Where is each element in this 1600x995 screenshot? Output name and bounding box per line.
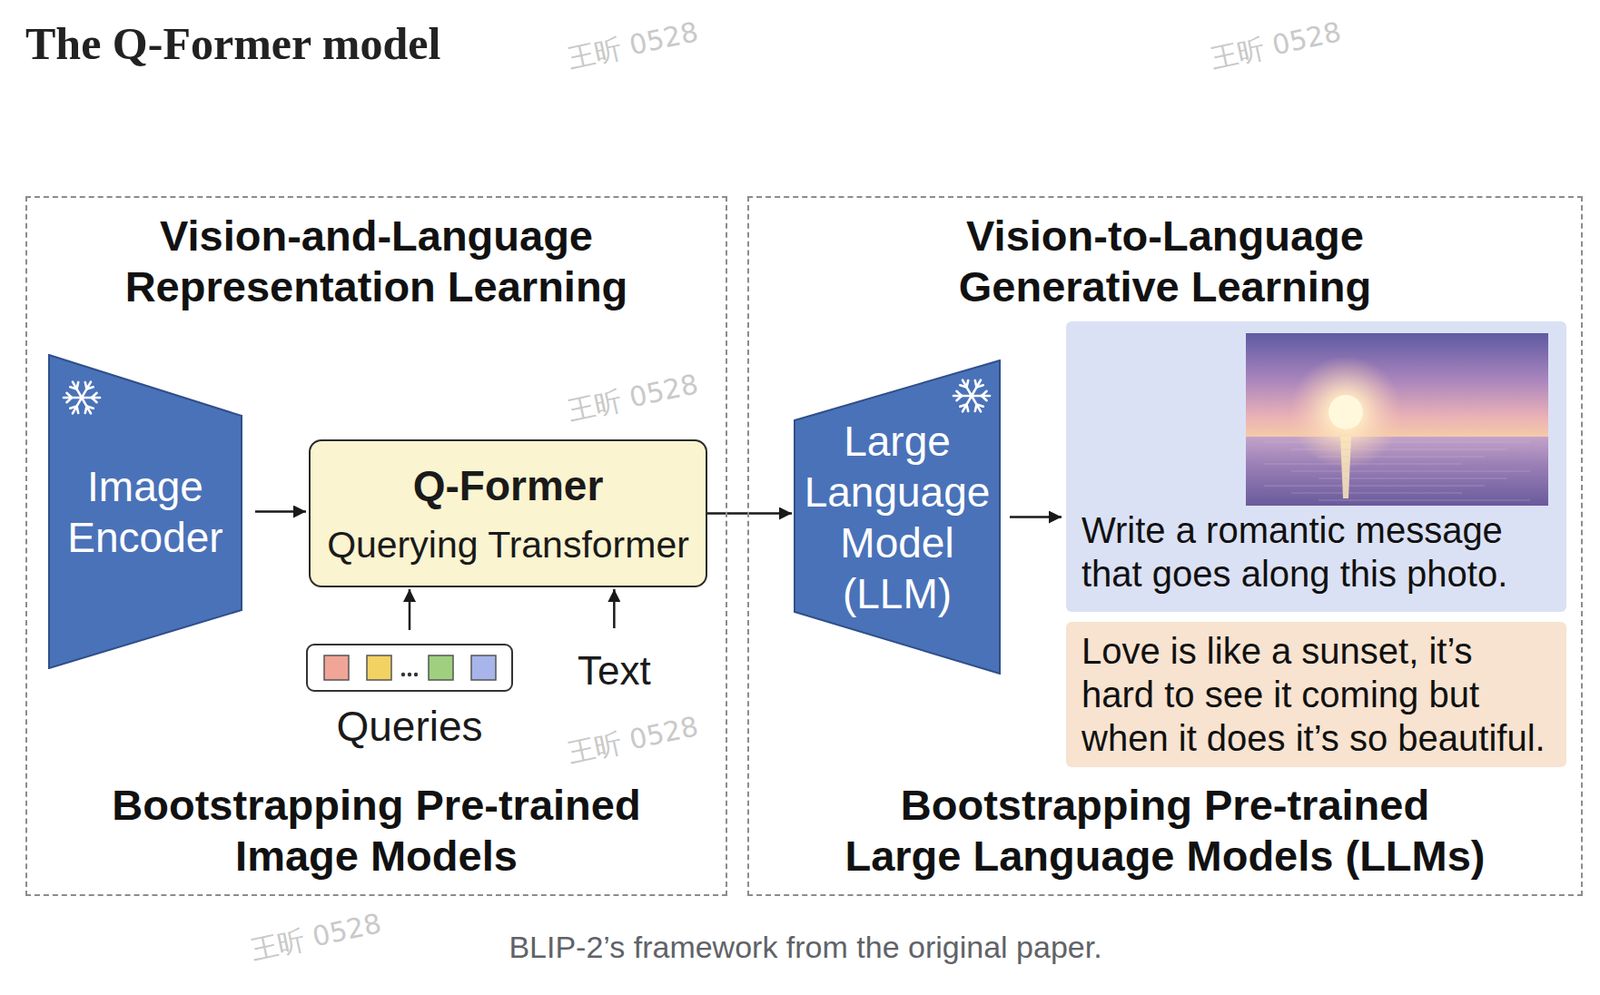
sea-ripple: [1291, 449, 1508, 451]
trapezoid-outline: [49, 355, 242, 669]
llm-label: Large Language Model (LLM): [800, 415, 996, 620]
sunset-photo: [1245, 333, 1549, 506]
query-token: [428, 655, 454, 681]
encoder-trapezoid: Image Encoder: [48, 354, 243, 670]
flow-arrow: [255, 510, 307, 514]
snowflake-arm: [962, 380, 981, 413]
watermark: 王昕 0528: [564, 15, 702, 76]
panel-heading: Vision-and-Language Representation Learn…: [78, 210, 676, 313]
token-box-outline: [306, 644, 513, 692]
sea-ripple: [1264, 464, 1462, 465]
sea-ripple: [1318, 500, 1531, 502]
watermark: 王昕 0528: [247, 907, 385, 968]
section-panel: Vision-to-Language Generative LearningBo…: [747, 196, 1583, 897]
snowflake-branch: [66, 393, 72, 398]
snowflake-branch: [977, 385, 984, 387]
box-subtitle: Querying Transformer: [326, 523, 690, 567]
trapezoid-shape: [48, 354, 243, 670]
snowflake-branch: [975, 404, 978, 412]
photo-sea: [1245, 436, 1549, 506]
snowflake-branch: [91, 397, 98, 403]
query-token: [324, 655, 349, 681]
snowflake-branch: [69, 406, 77, 409]
snowflake-arm: [72, 382, 91, 415]
snowflake-icon: [63, 382, 100, 415]
sea-ripple: [1264, 442, 1531, 444]
process-box: Q-FormerQuerying Transformer: [308, 439, 708, 588]
input-label: Text: [577, 648, 652, 694]
flow-arrow: [707, 512, 792, 515]
trapezoid-outline: [794, 360, 1000, 674]
figure-caption: BLIP-2’s framework from the original pap…: [508, 928, 1102, 966]
snowflake-branch: [959, 404, 967, 407]
flow-arrow: [1009, 515, 1062, 519]
box-title: Q-Former: [413, 461, 604, 511]
snowflake-branch: [85, 406, 88, 414]
panel-heading: Vision-to-Language Generative Learning: [866, 210, 1464, 313]
watermark: 王昕 0528: [1207, 15, 1344, 76]
query-token-box: [306, 643, 514, 692]
page-title: The Q-Former model: [25, 16, 441, 71]
ellipsis-dot: [401, 672, 405, 677]
snowflake-branch: [77, 382, 80, 389]
sun-reflection: [1340, 436, 1352, 499]
query-tokens: Queries: [306, 643, 514, 751]
panel-footer: Bootstrapping Pre-trained Large Language…: [840, 780, 1490, 882]
snowflake-branch: [967, 380, 969, 387]
query-token: [471, 655, 496, 681]
snowflake-icon: [953, 380, 990, 413]
snowflake-arm: [72, 382, 91, 415]
ellipsis-dot: [414, 672, 418, 677]
snowflake-branch: [981, 395, 988, 401]
sea-ripple: [1291, 493, 1462, 494]
sea-ripple: [1318, 456, 1485, 458]
snowflake-arm: [962, 380, 981, 413]
query-token: [366, 655, 392, 681]
ellipsis-dot: [407, 672, 412, 677]
sea-ripple: [1291, 471, 1531, 473]
snowflake-branch: [87, 386, 94, 389]
snowflake-branch: [956, 391, 962, 396]
prompt-text: Write a romantic message that goes along…: [1081, 508, 1551, 596]
sea-ripple: [1318, 478, 1508, 480]
watermark: 王昕 0528: [564, 367, 702, 428]
response-text: Love is like a sunset, it’s hard to see …: [1081, 629, 1551, 761]
llm-trapezoid: Large Language Model (LLM): [793, 359, 1001, 675]
queries-label: Queries: [335, 702, 483, 751]
sun: [1328, 395, 1363, 430]
sea-ripple: [1264, 485, 1485, 487]
response-box: Love is like a sunset, it’s hard to see …: [1066, 622, 1567, 768]
encoder-label: Image Encoder: [54, 461, 237, 563]
trapezoid-shape: [793, 359, 1001, 675]
watermark: 王昕 0528: [564, 710, 702, 771]
flow-arrow: [408, 589, 412, 631]
panel-footer: Bootstrapping Pre-trained Image Models: [51, 780, 701, 882]
prompt-box: Write a romantic message that goes along…: [1066, 321, 1567, 613]
flow-arrow: [612, 589, 616, 629]
section-panel: Vision-and-Language Representation Learn…: [25, 196, 728, 897]
text-input-label: Text: [577, 648, 652, 694]
